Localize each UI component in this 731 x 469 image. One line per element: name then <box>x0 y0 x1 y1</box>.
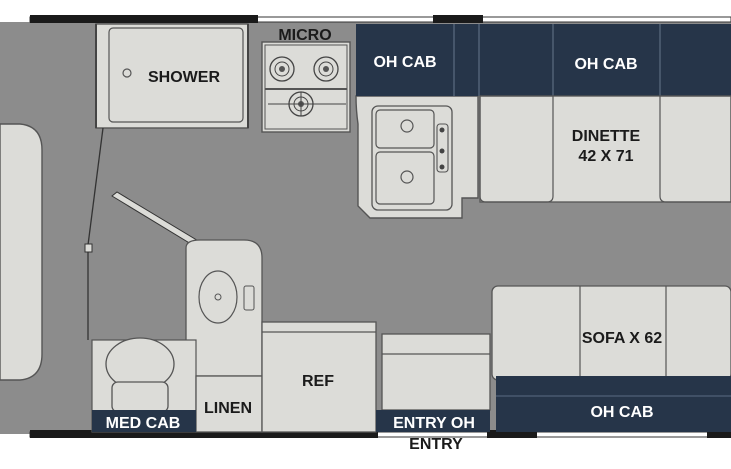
entry-oh-strip <box>376 410 490 432</box>
med-cab-strip <box>92 410 196 432</box>
refrigerator <box>261 321 377 433</box>
upper-cabinets <box>356 24 731 96</box>
ref-label: REF <box>302 373 334 390</box>
linen-cabinet <box>195 375 263 433</box>
oh-cab-bottom-label: OH CAB <box>590 404 653 421</box>
lavatory <box>185 239 263 377</box>
shower <box>95 23 249 129</box>
shower-label: SHOWER <box>148 69 220 86</box>
toilet <box>91 337 197 433</box>
outer-walls <box>29 15 731 438</box>
linen-label: LINEN <box>204 400 252 417</box>
dinette-label: DINETTE <box>572 128 641 145</box>
dinette <box>479 95 731 203</box>
stove <box>261 41 351 133</box>
entry-counter <box>381 333 491 411</box>
sofa-label: SOFA X 62 <box>582 330 662 347</box>
oh-cab-left-label: OH CAB <box>373 54 436 71</box>
oh-cab-right-label: OH CAB <box>574 56 637 73</box>
entry-oh-label: ENTRY OH <box>393 415 475 432</box>
micro-label: MICRO <box>278 27 331 44</box>
dinette-size-label: 42 X 71 <box>578 148 633 165</box>
sink <box>371 105 453 211</box>
cab-seat <box>0 123 43 381</box>
med-cab-label: MED CAB <box>106 415 181 432</box>
sofa <box>491 285 731 432</box>
entry-label: ENTRY <box>409 436 463 453</box>
interior-walls <box>95 24 249 128</box>
